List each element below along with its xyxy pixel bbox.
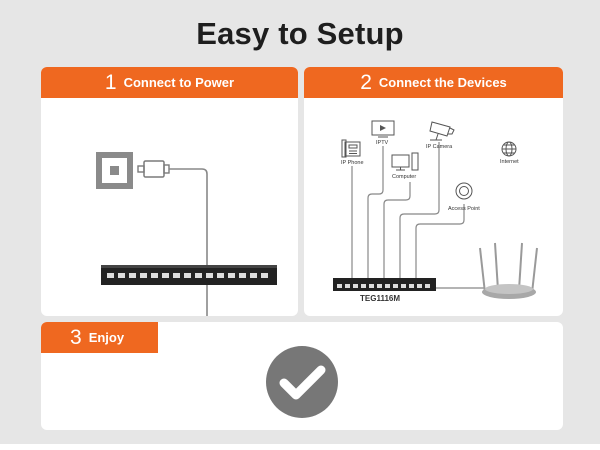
switch-icon xyxy=(333,278,436,291)
switch-model-label: TEG1116M xyxy=(360,294,400,303)
power-plug-icon xyxy=(137,160,170,178)
access-point-icon xyxy=(455,182,473,200)
power-outlet-icon xyxy=(96,152,133,189)
step-3-header: 3 Enjoy xyxy=(41,322,158,353)
access-point-label: Access Point xyxy=(448,206,480,212)
iptv-label: IPTV xyxy=(376,140,389,146)
checkmark-icon xyxy=(266,346,338,418)
camera-icon xyxy=(429,121,455,141)
phone-icon xyxy=(341,139,361,158)
ip-phone-label: IP Phone xyxy=(341,160,364,166)
step-3-label: Enjoy xyxy=(88,330,125,345)
step-1-number: 1 xyxy=(104,71,117,94)
step-2-header: 2 Connect the Devices xyxy=(304,67,563,98)
step-3-number: 3 xyxy=(70,326,82,349)
switch-icon xyxy=(101,265,277,285)
devices-diagram: IP Phone IPTV Computer xyxy=(333,120,538,303)
step-1-card: 1 Connect to Power xyxy=(41,67,298,316)
step-1-header: 1 Connect to Power xyxy=(41,67,298,98)
globe-icon xyxy=(501,141,517,157)
step-3-card: 3 Enjoy xyxy=(41,322,563,430)
tv-icon xyxy=(371,120,395,138)
router-icon xyxy=(479,242,538,299)
ip-camera-label: IP Camera xyxy=(426,144,453,150)
power-cable xyxy=(169,168,208,316)
computer-icon xyxy=(391,152,419,171)
step-2-label: Connect the Devices xyxy=(378,75,507,90)
step-2-card: 2 Connect the Devices IP Phone xyxy=(304,67,563,316)
computer-label: Computer xyxy=(392,174,416,180)
internet-label: Internet xyxy=(500,159,519,165)
power-illustration xyxy=(96,152,277,316)
step-1-label: Connect to Power xyxy=(123,75,235,90)
step-2-number: 2 xyxy=(360,71,372,94)
page-title: Easy to Setup xyxy=(196,16,404,51)
